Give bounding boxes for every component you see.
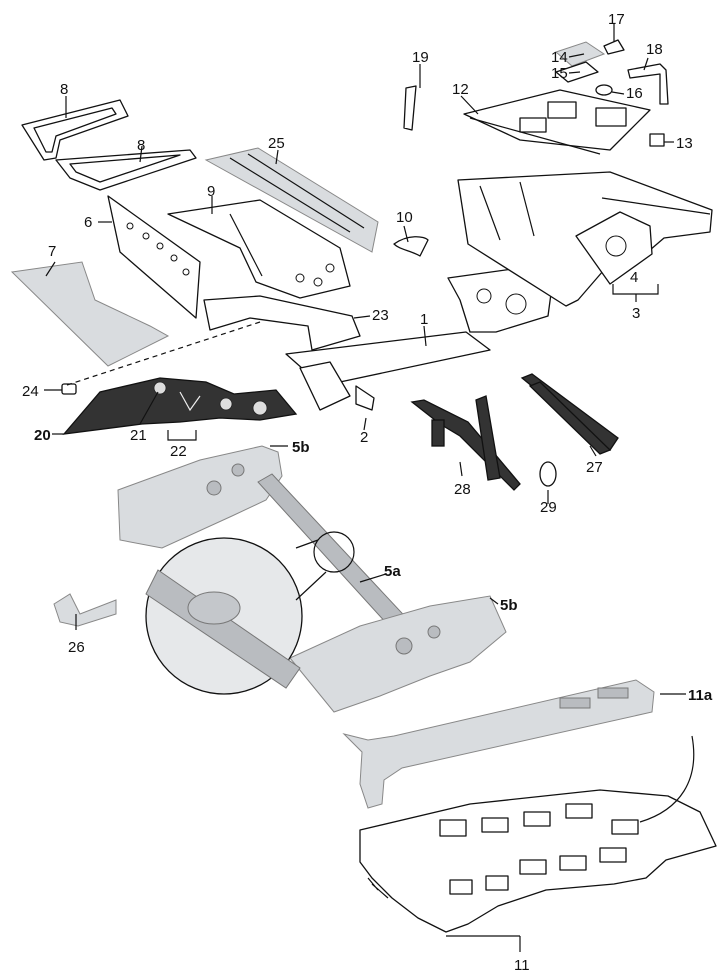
part-8-upper-frame bbox=[21, 99, 129, 161]
part-labels: 8 8 6 7 9 25 10 19 12 14 15 17 18 16 13 … bbox=[22, 11, 713, 974]
label-27: 27 bbox=[586, 459, 603, 476]
label-25: 25 bbox=[268, 135, 285, 152]
part-25-floor-plate bbox=[204, 147, 379, 253]
part-24-clip bbox=[61, 383, 77, 395]
label-9: 9 bbox=[207, 183, 215, 200]
label-15: 15 bbox=[551, 65, 568, 82]
part-17-clip bbox=[603, 39, 625, 55]
part-16-grommet bbox=[595, 84, 613, 96]
label-19: 19 bbox=[412, 49, 429, 66]
label-4: 4 bbox=[630, 269, 638, 286]
label-5b-top: 5b bbox=[292, 439, 310, 456]
label-17: 17 bbox=[608, 11, 625, 28]
label-28: 28 bbox=[454, 481, 471, 498]
part-5b-lower-bracket bbox=[289, 595, 507, 713]
part-5b-upper-bracket bbox=[117, 445, 283, 549]
label-20: 20 bbox=[34, 427, 51, 444]
part-12-rear-floor bbox=[463, 89, 651, 155]
part-29-ring bbox=[539, 461, 557, 487]
label-11: 11 bbox=[514, 957, 530, 974]
label-21: 21 bbox=[130, 427, 147, 444]
label-11a: 11a bbox=[688, 687, 713, 704]
part-18-rod bbox=[627, 63, 669, 105]
label-6: 6 bbox=[84, 214, 92, 231]
part-11-floor-pan bbox=[359, 735, 717, 933]
part-11a-floor-frame bbox=[342, 679, 655, 809]
part-7-curved-panel bbox=[10, 261, 170, 367]
label-10: 10 bbox=[396, 209, 413, 226]
part-23-crossmember bbox=[203, 295, 361, 351]
part-8-lower-frame bbox=[55, 149, 197, 191]
label-29: 29 bbox=[540, 499, 557, 516]
part-6-side-panel bbox=[107, 195, 201, 319]
label-13: 13 bbox=[676, 135, 693, 152]
label-18: 18 bbox=[646, 41, 663, 58]
label-16: 16 bbox=[626, 85, 643, 102]
label-2: 2 bbox=[360, 429, 368, 446]
label-5b-mid: 5b bbox=[500, 597, 518, 614]
label-5a: 5a bbox=[384, 563, 401, 580]
label-8-b: 8 bbox=[137, 137, 145, 154]
label-7: 7 bbox=[48, 243, 56, 260]
part-13-tab bbox=[649, 133, 665, 147]
label-22: 22 bbox=[170, 443, 187, 460]
detail-magnifier-circle bbox=[145, 531, 355, 695]
label-8-a: 8 bbox=[60, 81, 68, 98]
part-10-bracket bbox=[393, 236, 429, 257]
part-20-dark-panel bbox=[62, 377, 298, 435]
part-28-a-frame bbox=[410, 395, 521, 491]
part-26-bracket bbox=[53, 593, 117, 627]
label-1: 1 bbox=[420, 311, 428, 328]
part-14-plate bbox=[555, 41, 606, 67]
leader-lines bbox=[44, 24, 686, 952]
label-26: 26 bbox=[68, 639, 85, 656]
label-24: 24 bbox=[22, 383, 39, 400]
part-19-strip bbox=[403, 85, 417, 131]
label-14: 14 bbox=[551, 49, 568, 66]
part-3-rear-body bbox=[457, 171, 713, 307]
label-23: 23 bbox=[372, 307, 389, 324]
label-12: 12 bbox=[452, 81, 469, 98]
label-3: 3 bbox=[632, 305, 640, 322]
part-9-tunnel-panel bbox=[167, 199, 351, 299]
part-27-arm bbox=[520, 373, 619, 455]
